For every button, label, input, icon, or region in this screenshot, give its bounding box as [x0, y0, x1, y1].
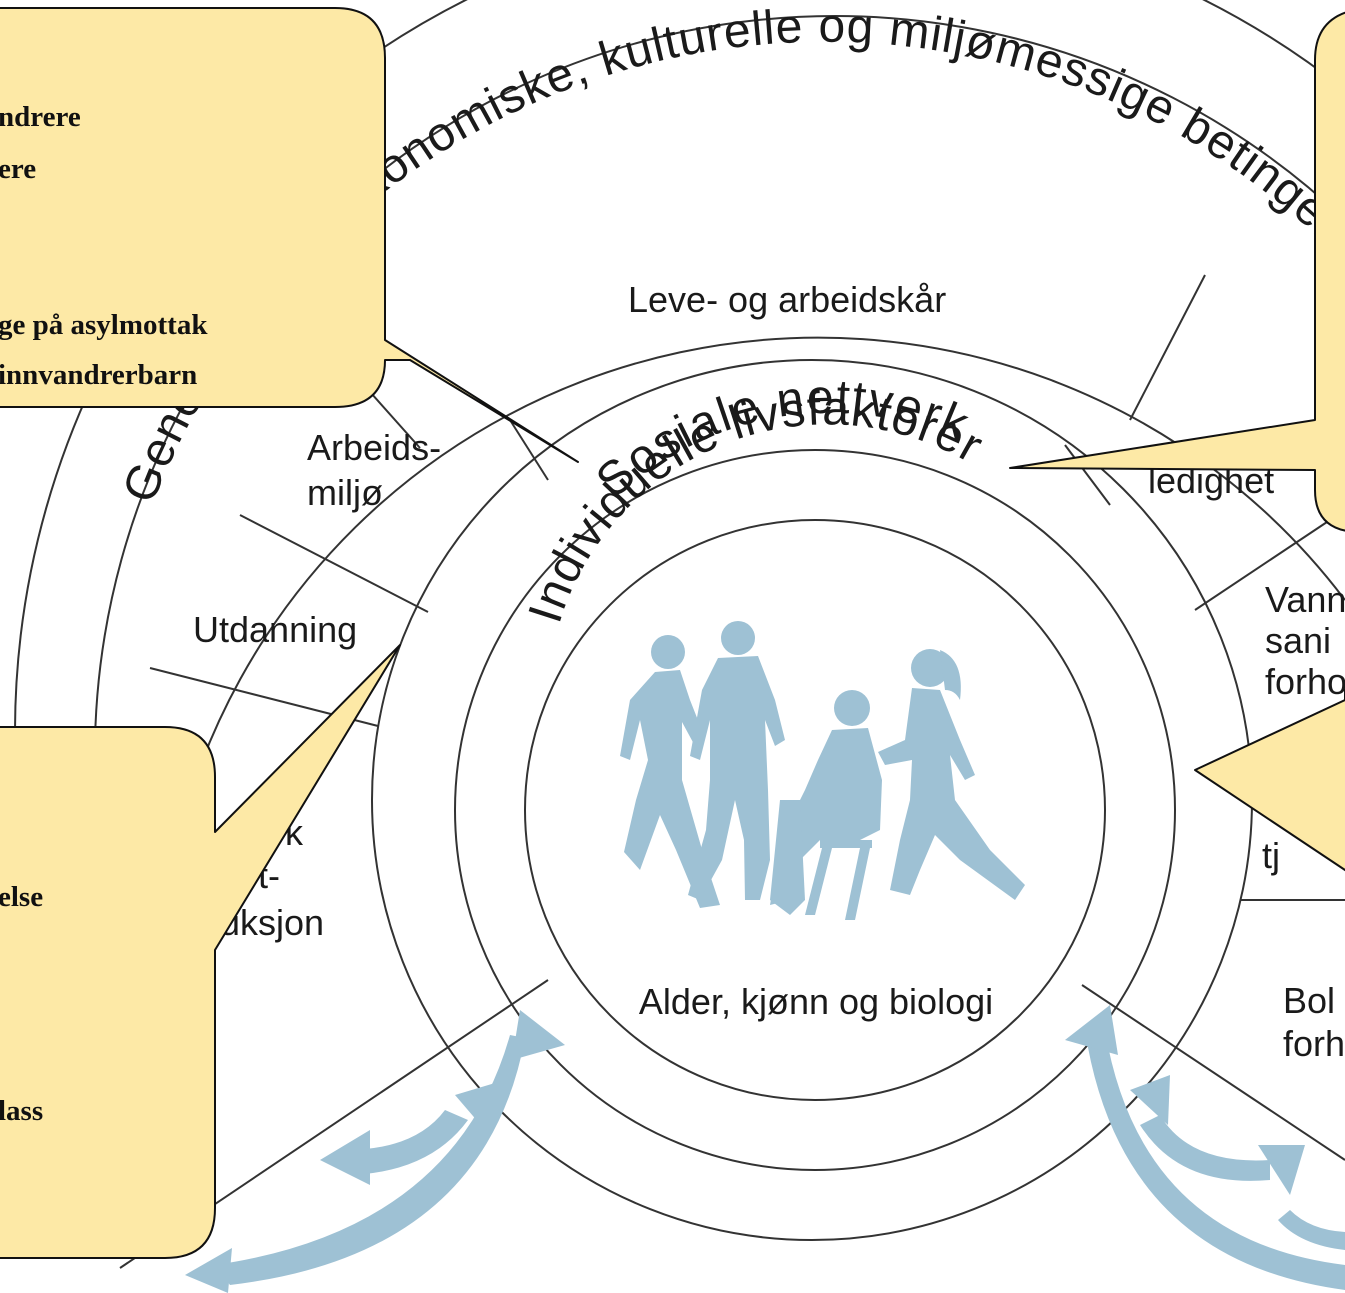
- core-circle: [524, 519, 1106, 1101]
- segment-dividers: [119, 274, 1345, 1269]
- divider: [1194, 509, 1345, 611]
- callout-bottom-left: [0, 644, 401, 1259]
- callout-text-line: else: [0, 881, 43, 913]
- middle-ring-outer-arc: [174, 336, 1345, 851]
- callout-top-right: [1009, 11, 1345, 532]
- segment-living-working: Leve- og arbeidskår: [628, 279, 946, 320]
- right-mid-arrow-head-top: [1130, 1075, 1170, 1125]
- left-arrow-head: [512, 1010, 565, 1060]
- right-mid-arrow: [1140, 1115, 1270, 1181]
- left-arrows: [185, 1010, 565, 1293]
- right-big-arrow: [1085, 1030, 1345, 1290]
- left-arrow-tail-head: [185, 1248, 232, 1293]
- divider: [1129, 274, 1206, 421]
- callout-text-line: innvandrerbarn: [0, 359, 197, 391]
- callout-text-line: lass: [0, 1095, 43, 1127]
- left-mid-arrow-head-top: [455, 1080, 505, 1130]
- left-mid-arrow: [345, 1110, 468, 1175]
- running-woman-figure: [878, 649, 1025, 900]
- segment-water-sanitation-3: forho: [1265, 661, 1345, 702]
- segment-water-sanitation-2: sani: [1265, 620, 1331, 661]
- segment-housing: Bol: [1283, 980, 1335, 1021]
- walking-man-figure: [688, 621, 785, 900]
- right-wedge-line: [1081, 984, 1345, 1161]
- segment-housing-2: forh: [1283, 1023, 1345, 1064]
- callout-text-line: ndrere: [0, 101, 81, 133]
- divider: [239, 514, 429, 613]
- outer-ring-outer-arc: [14, 0, 1345, 731]
- callout-text-line: ere: [0, 153, 36, 185]
- segment-work-environment: Arbeids-: [307, 427, 441, 468]
- wheelchair-figure: [770, 690, 882, 920]
- divider: [509, 419, 549, 481]
- segment-health-services: tj: [1262, 835, 1280, 876]
- divider: [1064, 444, 1111, 506]
- left-big-arrow: [215, 1035, 525, 1285]
- people-figures: [620, 621, 1025, 920]
- segment-water-sanitation: Vann: [1265, 579, 1345, 620]
- callout-bottom-right: [1194, 689, 1345, 872]
- callout-top-left: [0, 7, 579, 463]
- diagram-rings: [14, 0, 1345, 1241]
- left-mid-arrow-head-bottom: [320, 1130, 370, 1185]
- right-edge-arrow: [1278, 1210, 1345, 1250]
- right-arrows: [1065, 1005, 1345, 1290]
- callout-top-left-text: ndrere ere ge på asylmottak innvandrerba…: [0, 101, 208, 391]
- right-arrow-head: [1065, 1005, 1118, 1055]
- core-label: Alder, kjønn og biologi: [639, 981, 993, 1022]
- callout-bottom-left-text: else lass: [0, 881, 43, 1127]
- callout-text-line: ge på asylmottak: [0, 309, 208, 341]
- outer-ring-inner-arc: [93, 15, 1345, 771]
- individual-factors-ring: [454, 449, 1176, 1171]
- segment-education: Utdanning: [193, 609, 357, 650]
- right-mid-arrow-head-bottom: [1258, 1145, 1305, 1195]
- segment-work-environment-2: miljø: [307, 472, 383, 513]
